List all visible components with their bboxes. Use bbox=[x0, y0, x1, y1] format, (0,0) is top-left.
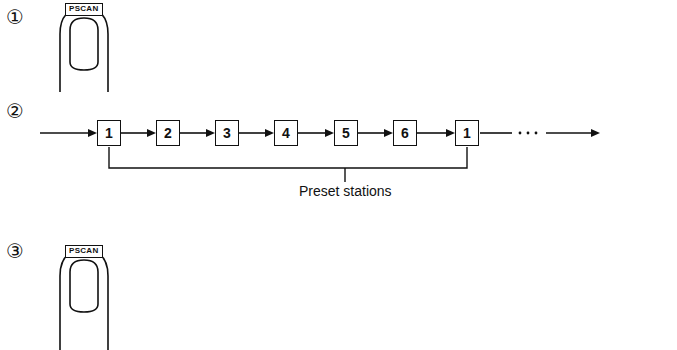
preset-box: 1 bbox=[455, 120, 479, 146]
preset-box: 3 bbox=[215, 120, 239, 146]
preset-number: 3 bbox=[223, 125, 231, 141]
step-number: ① bbox=[6, 6, 24, 28]
flow-arrow bbox=[180, 129, 215, 137]
preset-number: 1 bbox=[463, 125, 471, 141]
step-number: ② bbox=[6, 100, 24, 122]
bracket bbox=[109, 147, 467, 182]
preset-box: 4 bbox=[274, 120, 298, 146]
flow-arrow bbox=[417, 129, 455, 137]
flow-arrow bbox=[239, 129, 274, 137]
button-label: PSCAN bbox=[65, 3, 103, 16]
preset-box: 5 bbox=[334, 120, 358, 146]
preset-number: 1 bbox=[105, 125, 113, 141]
continuation-arrow bbox=[480, 129, 600, 137]
preset-number: 4 bbox=[282, 125, 290, 141]
preset-number: 5 bbox=[342, 125, 350, 141]
flow-arrow bbox=[358, 129, 393, 137]
preset-box: 1 bbox=[97, 120, 121, 146]
lead-in-arrow bbox=[40, 129, 97, 137]
flow-arrow bbox=[298, 129, 334, 137]
preset-number: 6 bbox=[401, 125, 409, 141]
finger-icon bbox=[60, 250, 108, 350]
button-label: PSCAN bbox=[65, 245, 103, 258]
bracket-label: Preset stations bbox=[297, 184, 394, 199]
flow-arrow bbox=[121, 129, 156, 137]
finger-icon bbox=[60, 8, 108, 92]
preset-box: 6 bbox=[393, 120, 417, 146]
preset-box: 2 bbox=[156, 120, 180, 146]
preset-number: 2 bbox=[164, 125, 172, 141]
step-number: ③ bbox=[6, 240, 24, 262]
